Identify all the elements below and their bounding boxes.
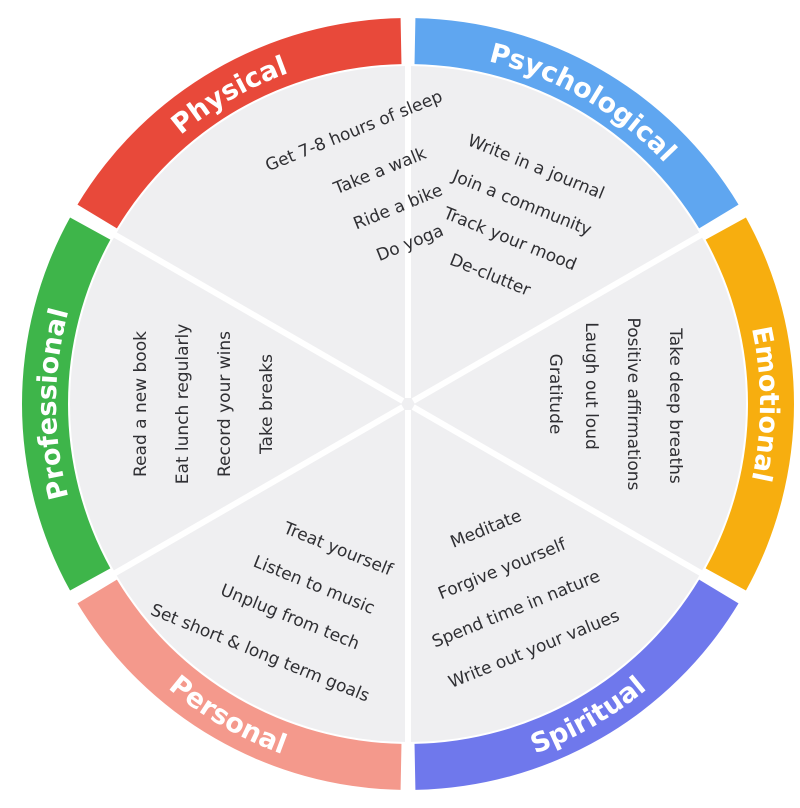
professional-item: Eat lunch regularly — [173, 324, 193, 485]
emotional-item: Take deep breaths — [665, 327, 685, 484]
professional-title: Professional — [32, 305, 75, 503]
emotional-band — [705, 217, 795, 591]
psychological-band — [414, 18, 739, 229]
segment-divider — [411, 231, 704, 404]
emotional-item: Gratitude — [545, 354, 565, 435]
segment-divider — [112, 231, 405, 404]
professional-item: Record your wins — [215, 331, 235, 477]
professional-band — [21, 217, 111, 591]
spiritual-band — [414, 579, 739, 790]
professional-item: Read a new book — [131, 331, 151, 477]
segment-divider — [112, 404, 405, 577]
inner-disc — [70, 66, 746, 742]
segment-divider — [411, 404, 704, 577]
emotional-item: Positive affirmations — [623, 318, 643, 491]
outer-ring — [21, 18, 795, 790]
dividers — [112, 64, 704, 744]
inner-disc-fill — [70, 66, 746, 742]
professional-item: Take breaks — [257, 354, 277, 455]
emotional-item: Laugh out loud — [581, 322, 601, 450]
physical-band — [77, 18, 402, 229]
personal-band — [77, 579, 402, 790]
